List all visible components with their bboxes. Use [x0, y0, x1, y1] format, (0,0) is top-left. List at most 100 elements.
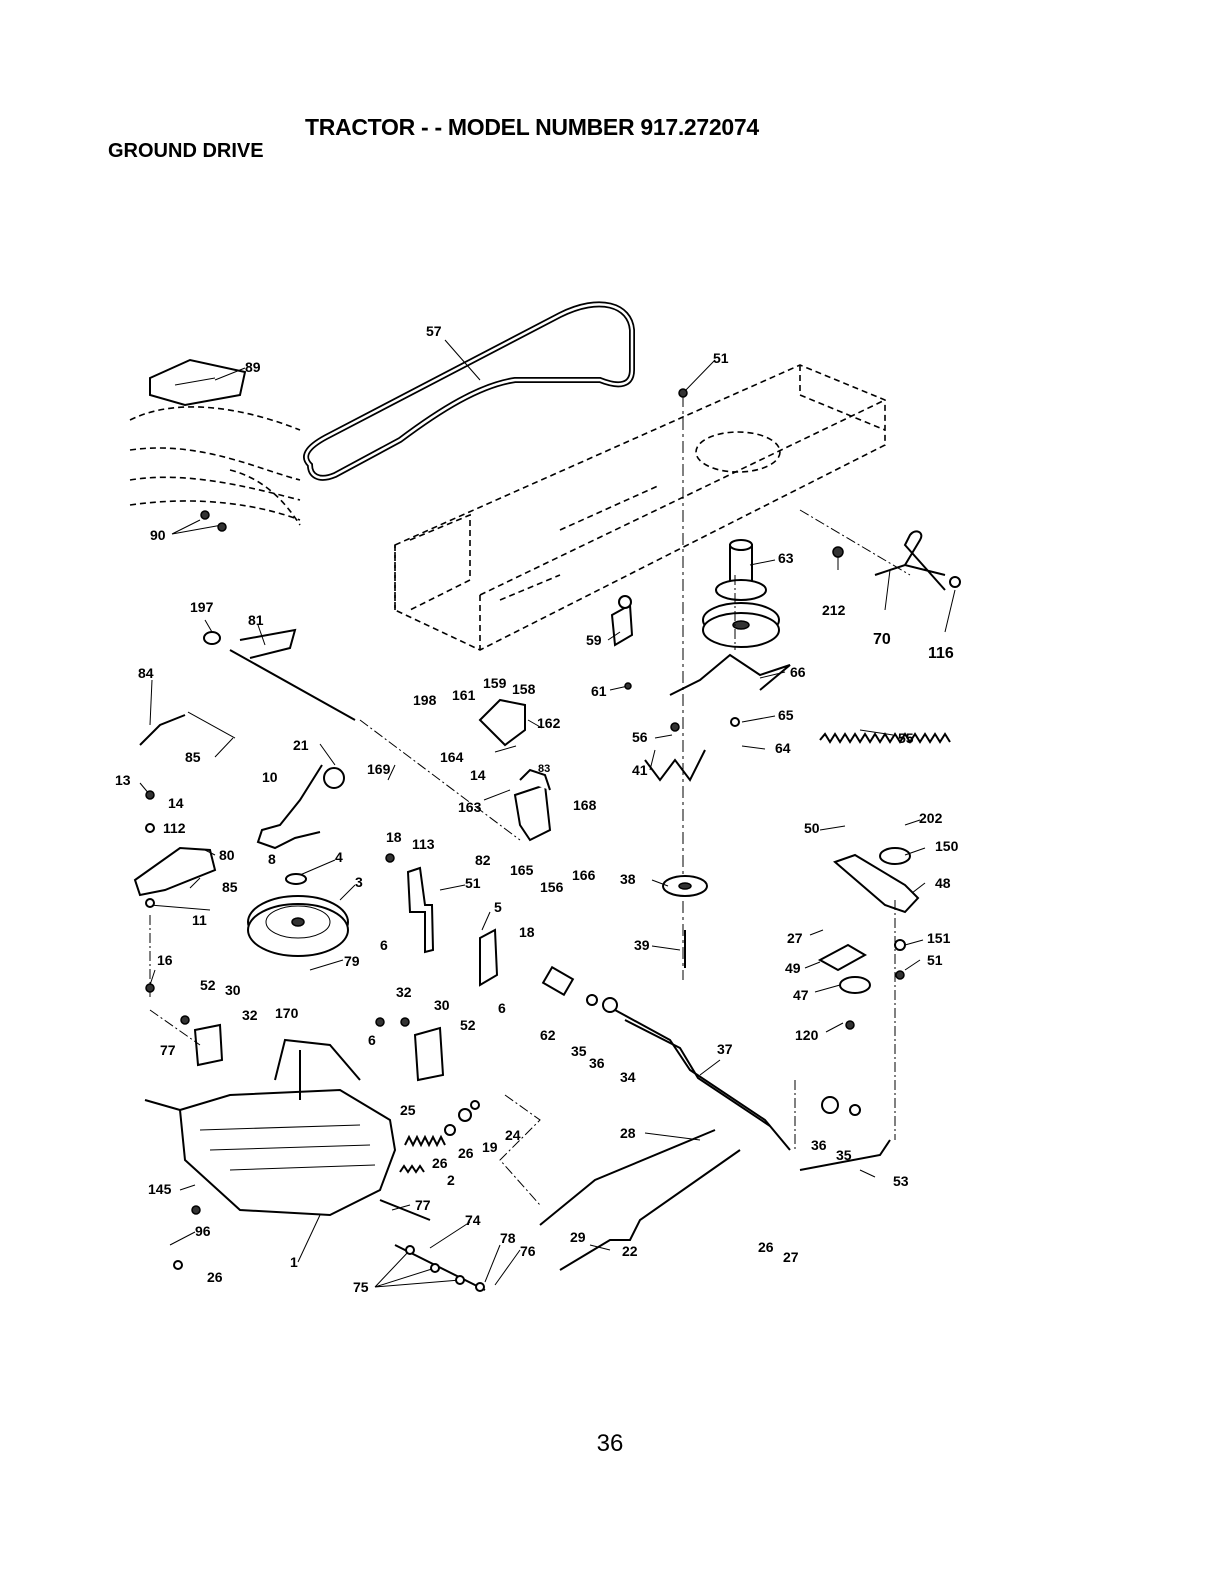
callout-64: 64 — [775, 740, 791, 756]
callout-53: 53 — [893, 1173, 909, 1189]
callout-10: 10 — [262, 769, 278, 785]
callout-162: 162 — [537, 715, 561, 731]
callout-76: 76 — [520, 1243, 536, 1259]
callout-83: 83 — [538, 763, 550, 775]
callout-169: 169 — [367, 761, 391, 777]
callout-159: 159 — [483, 675, 507, 691]
callout-56: 56 — [632, 729, 648, 745]
callout-163: 163 — [458, 799, 482, 815]
callout-34: 34 — [620, 1069, 636, 1085]
callout-198: 198 — [413, 692, 437, 708]
callout-81: 81 — [248, 612, 264, 628]
brake-rod — [874, 530, 946, 591]
callout-26b: 26 — [458, 1145, 474, 1161]
callout-47: 47 — [793, 987, 809, 1003]
callout-32a: 32 — [242, 1007, 258, 1023]
hardware-fasteners — [145, 388, 906, 1292]
callout-49: 49 — [785, 960, 801, 976]
callout-24: 24 — [505, 1127, 521, 1143]
callout-61: 61 — [591, 683, 607, 699]
callout-26a: 26 — [432, 1155, 448, 1171]
callout-79: 79 — [344, 953, 360, 969]
page-number: 36 — [596, 1430, 624, 1457]
callout-59: 59 — [586, 632, 602, 648]
callout-170: 170 — [275, 1005, 299, 1021]
callout-165: 165 — [510, 862, 534, 878]
callout-166: 166 — [572, 867, 596, 883]
callout-120: 120 — [795, 1027, 819, 1043]
callout-36b: 36 — [811, 1137, 827, 1153]
callout-30b: 30 — [434, 997, 450, 1013]
callout-80: 80 — [219, 847, 235, 863]
callout-156: 156 — [540, 879, 564, 895]
callout-18b: 18 — [519, 924, 535, 940]
callout-35a: 35 — [571, 1043, 587, 1059]
callout-39: 39 — [634, 937, 650, 953]
callout-63: 63 — [778, 550, 794, 566]
callout-21: 21 — [293, 737, 309, 753]
callout-70: 70 — [873, 631, 891, 648]
callout-14b: 14 — [168, 795, 184, 811]
callout-27b: 27 — [783, 1249, 799, 1265]
callout-82: 82 — [475, 852, 491, 868]
callout-6a: 6 — [380, 937, 388, 953]
callout-57: 57 — [426, 323, 442, 339]
callout-26c: 26 — [758, 1239, 774, 1255]
callout-51b: 51 — [465, 875, 481, 891]
callout-90: 90 — [150, 527, 166, 543]
brake-rod-assembly — [614, 1009, 791, 1151]
drive-belt — [303, 301, 635, 481]
callout-labels: 57 89 90 51 63 212 70 116 59 61 66 56 65… — [115, 323, 959, 1295]
callout-13: 13 — [115, 772, 131, 788]
callout-85b: 85 — [222, 879, 238, 895]
fender-outline — [129, 406, 301, 526]
callout-77b: 77 — [415, 1197, 431, 1213]
callout-52b: 52 — [460, 1017, 476, 1033]
callout-16: 16 — [157, 952, 173, 968]
callout-19: 19 — [482, 1139, 498, 1155]
callout-51: 51 — [713, 350, 729, 366]
callout-75: 75 — [353, 1279, 369, 1295]
pulley-stack — [702, 539, 780, 648]
callout-158: 158 — [512, 681, 536, 697]
transaxle — [144, 1038, 431, 1221]
callout-50: 50 — [804, 820, 820, 836]
leader-lines — [139, 339, 956, 1288]
callout-113: 113 — [412, 836, 435, 852]
callout-11: 11 — [192, 912, 207, 928]
section-subtitle: GROUND DRIVE — [108, 140, 264, 162]
tension-spring — [819, 732, 951, 744]
callout-85: 85 — [185, 749, 201, 765]
callout-41: 41 — [632, 762, 648, 778]
callout-36a: 36 — [589, 1055, 605, 1071]
callout-22: 22 — [622, 1243, 638, 1259]
callout-202: 202 — [919, 810, 943, 826]
callout-48: 48 — [935, 875, 951, 891]
callout-164: 164 — [440, 749, 464, 765]
callout-8: 8 — [268, 851, 276, 867]
callout-6b: 6 — [498, 1000, 506, 1016]
callout-78: 78 — [500, 1230, 516, 1246]
callout-1: 1 — [290, 1254, 298, 1270]
callout-62: 62 — [540, 1027, 556, 1043]
callout-52a: 52 — [200, 977, 216, 993]
callout-18a: 18 — [386, 829, 402, 845]
callout-89: 89 — [245, 359, 261, 375]
callout-112: 112 — [163, 820, 186, 836]
shift-shaft — [229, 649, 356, 721]
callout-29: 29 — [570, 1229, 586, 1245]
callout-37: 37 — [717, 1041, 733, 1057]
callout-96: 96 — [195, 1223, 211, 1239]
callout-5: 5 — [494, 899, 502, 915]
callout-38: 38 — [620, 871, 636, 887]
callout-65: 65 — [778, 707, 794, 723]
callout-197: 197 — [190, 599, 214, 615]
callout-66: 66 — [790, 664, 806, 680]
callout-32b: 32 — [396, 984, 412, 1000]
callout-212: 212 — [822, 602, 846, 618]
callout-77a: 77 — [160, 1042, 176, 1058]
callout-3: 3 — [355, 874, 363, 890]
callout-84: 84 — [138, 665, 154, 681]
shift-plate — [149, 358, 247, 407]
